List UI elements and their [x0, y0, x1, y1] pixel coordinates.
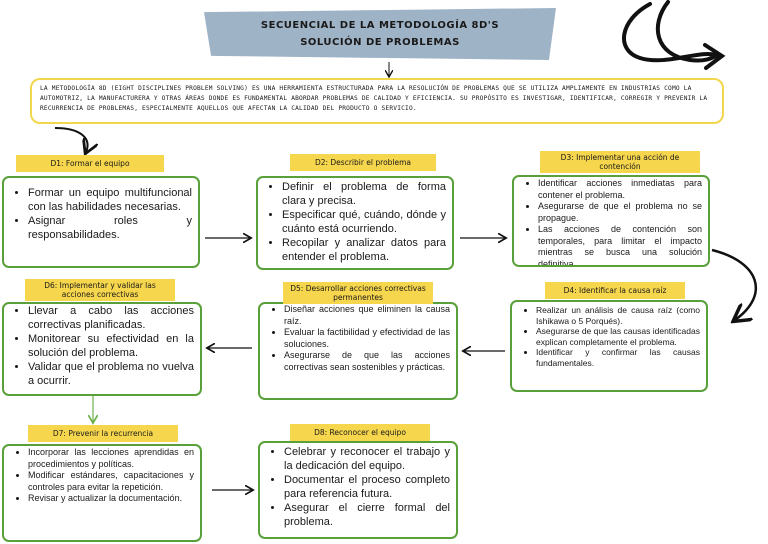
list-item: Modificar estándares, capacitaciones y c…	[28, 470, 194, 493]
list-item: Asegurarse de que el problema no se prop…	[538, 201, 702, 224]
list-item: Asegurarse de que las acciones correctiv…	[284, 350, 450, 373]
list-item: Formar un equipo multifuncional con las …	[28, 186, 192, 214]
step-label-d1: D1: Formar el equipo	[16, 155, 164, 172]
list-item: Realizar un análisis de causa raíz (como…	[536, 305, 700, 326]
arrow-intro-d1	[54, 127, 88, 152]
list-item: Llevar a cabo las acciones correctivas p…	[28, 304, 194, 332]
step-label-d7: D7: Prevenir la recurrencia	[28, 425, 178, 442]
list-item: Documentar el proceso completo para refe…	[284, 473, 450, 501]
arrow-d3-d4	[711, 248, 758, 320]
list-item: Validar que el problema no vuelva a ocur…	[28, 360, 194, 388]
list-item: Asignar roles y responsabilidades.	[28, 214, 192, 242]
step-label-d8: D8: Reconocer el equipo	[290, 424, 430, 441]
step-label-d5: D5: Desarrollar acciones correctivas per…	[283, 282, 433, 304]
step-box-d1: Formar un equipo multifuncional con las …	[2, 176, 200, 268]
step-box-d2: Definir el problema de forma clara y pre…	[256, 176, 454, 270]
list-item: Definir el problema de forma clara y pre…	[282, 180, 446, 208]
step-label-d6: D6: Implementar y validar las acciones c…	[25, 279, 175, 301]
list-item: Recopilar y analizar datos para entender…	[282, 236, 446, 264]
list-item: Asegurar el cierre formal del problema.	[284, 501, 450, 529]
page-title: SECUENCIAL DE LA METODOLOGÍA 8D'S SOLUCI…	[204, 8, 556, 60]
step-label-d4: D4: Identificar la causa raíz	[545, 282, 685, 299]
list-item: Diseñar acciones que eliminen la causa r…	[284, 304, 450, 327]
list-item: Identificar y confirmar las causas funda…	[536, 347, 700, 368]
list-item: Incorporar las lecciones aprendidas en p…	[28, 447, 194, 470]
intro-text: La metodología 8D (Eight Disciplines Pro…	[30, 78, 724, 124]
step-label-d2: D2: Describir el problema	[290, 154, 436, 171]
step-box-d3: Identificar acciones inmediatas para con…	[512, 175, 710, 267]
list-item: Asegurarse de que las causas identificad…	[536, 326, 700, 347]
step-box-d6: Llevar a cabo las acciones correctivas p…	[2, 302, 202, 396]
list-item: Evaluar la factibilidad y efectividad de…	[284, 327, 450, 350]
list-item: Celebrar y reconocer el trabajo y la ded…	[284, 445, 450, 473]
list-item: Monitorear su efectividad en la solución…	[28, 332, 194, 360]
swirl-decoration-icon	[622, 0, 726, 70]
step-box-d8: Celebrar y reconocer el trabajo y la ded…	[258, 441, 458, 539]
step-box-d7: Incorporar las lecciones aprendidas en p…	[2, 444, 202, 542]
step-label-d3: D3: Implementar una acción de contención	[540, 151, 700, 173]
list-item: Las acciones de contención son temporale…	[538, 224, 702, 265]
list-item: Identificar acciones inmediatas para con…	[538, 178, 702, 201]
list-item: Revisar y actualizar la documentación.	[28, 493, 194, 505]
list-item: Especificar qué, cuándo, dónde y cuánto …	[282, 208, 446, 236]
step-box-d5: Diseñar acciones que eliminen la causa r…	[258, 302, 458, 400]
step-box-d4: Realizar un análisis de causa raíz (como…	[510, 300, 708, 392]
